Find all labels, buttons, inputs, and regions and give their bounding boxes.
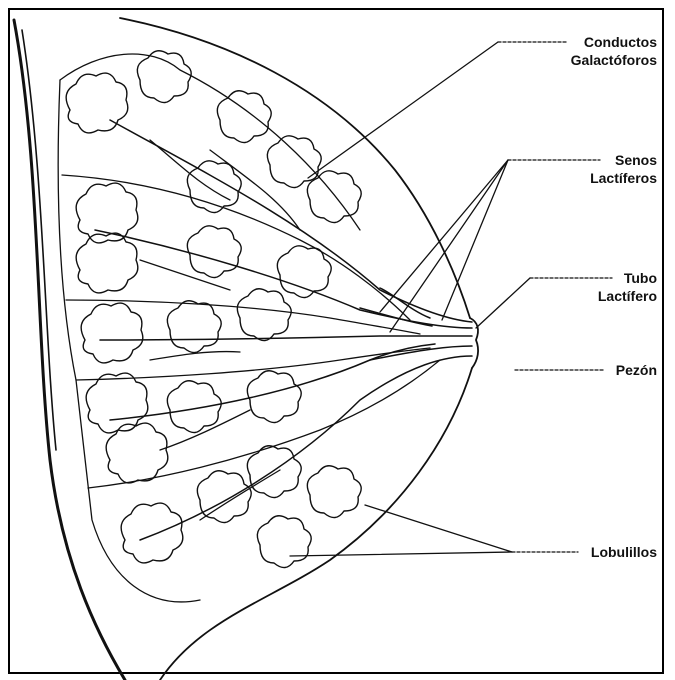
label-conductos-line1: Conductos: [571, 33, 657, 51]
lobule: [277, 246, 331, 298]
lobule: [307, 171, 361, 223]
lobule: [137, 51, 191, 103]
leader-senos-3: [442, 160, 508, 320]
label-lobulillos-line1: Lobulillos: [591, 543, 657, 561]
label-senos-lactiferos: Senos Lactíferos: [590, 151, 657, 187]
label-lobulillos: Lobulillos: [591, 543, 657, 561]
leader-tubo: [476, 278, 530, 328]
label-senos-line2: Lactíferos: [590, 169, 657, 187]
leader-lines: [290, 42, 612, 556]
lobule: [257, 516, 311, 568]
label-tubo-line1: Tubo: [598, 269, 657, 287]
label-pezon-line1: Pezón: [616, 361, 657, 379]
lobule: [237, 289, 291, 341]
lobule: [81, 303, 143, 363]
label-senos-line1: Senos: [590, 151, 657, 169]
lobule-group: [66, 51, 361, 568]
lobule: [247, 446, 301, 498]
lobe-capsule-2: [62, 175, 410, 320]
label-pezon: Pezón: [616, 361, 657, 379]
label-conductos-line2: Galactóforos: [571, 51, 657, 69]
lobule: [197, 471, 251, 523]
lobule: [307, 466, 361, 518]
label-conductos-galactoforos: Conductos Galactóforos: [571, 33, 657, 69]
nipple-outline: [470, 318, 478, 368]
breast-top-contour: [120, 18, 470, 318]
duct-branch-b: [210, 150, 300, 230]
leader-lobulillos-1: [365, 505, 512, 552]
duct-branch-c: [140, 260, 230, 290]
duct-3: [100, 336, 472, 340]
leader-conductos: [308, 42, 498, 178]
lobe-capsule-3: [66, 300, 420, 334]
chest-wall-inner-line: [22, 30, 56, 450]
lobule: [217, 91, 271, 143]
lobule: [187, 226, 241, 278]
lobe-capsule-4: [76, 348, 430, 380]
label-tubo-lactifero: Tubo Lactífero: [598, 269, 657, 305]
lobule: [76, 233, 138, 293]
lobule: [167, 301, 221, 353]
duct-branch-e: [160, 410, 250, 450]
duct-2: [95, 230, 472, 328]
lobule: [121, 503, 183, 563]
lobule: [76, 183, 138, 243]
label-tubo-line2: Lactífero: [598, 287, 657, 305]
leader-senos-1: [380, 160, 508, 312]
lobule: [167, 381, 221, 433]
leader-lobulillos-2: [290, 552, 512, 556]
